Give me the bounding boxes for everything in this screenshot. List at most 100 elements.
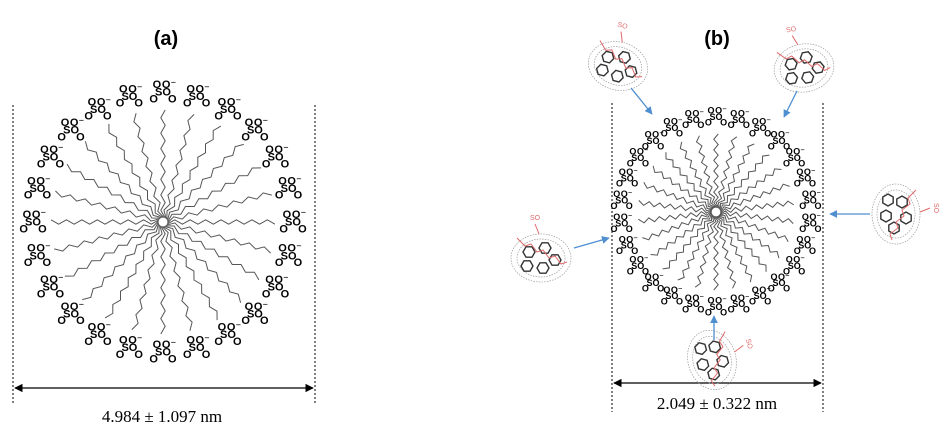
cyclodextrin-glucose-ring [601, 50, 615, 64]
panel-a-oxygen: O [279, 223, 288, 235]
panel-b-oxygen: O [682, 305, 689, 315]
panel-b-sulfate-label: SO [754, 291, 767, 301]
panel-a-oxygen: O [134, 349, 143, 361]
panel-b-oxygen: O [783, 266, 790, 276]
panel-b-chain [717, 143, 755, 210]
panel-b-oxygen: O [799, 224, 806, 234]
panel-a-oxygen: O [24, 190, 33, 202]
panel-b-chain [713, 133, 719, 209]
panel-a-oxygen: O [119, 83, 128, 95]
panel-b-oxygen: O [627, 266, 634, 276]
panel-b-chain [677, 214, 715, 281]
panel-a-sulfate-label: SO [268, 152, 284, 164]
guest-arrow-top-right [783, 90, 798, 118]
panel-b-oxygen: O [768, 284, 775, 294]
panel-b-oxygen: O [770, 130, 777, 140]
panel-b-oxygen: O [629, 255, 636, 265]
panel-b-oxygen: O [796, 167, 803, 177]
panel-b-oxygen: O [610, 224, 617, 234]
panel-a-oxygen: O⁻ [162, 79, 177, 91]
panel-a-oxygen: O [241, 131, 250, 143]
panel-a-chain [166, 219, 276, 225]
panel-b-oxygen: O [642, 158, 649, 168]
panel-a-oxygen: O [84, 336, 93, 348]
panel-b-sulfate-label: SO [732, 299, 745, 309]
panel-a-oxygen: O [262, 158, 271, 170]
cyclodextrin-glucose-ring [716, 354, 730, 368]
panel-b-oxygen: O⁻ [809, 212, 821, 222]
panel-b-oxygen: O [720, 307, 727, 317]
cyclodextrin-glucose-ring [880, 209, 892, 223]
panel-a-sulfate-label: SO [42, 152, 58, 164]
panel-a-chain [54, 220, 159, 252]
panel-a-oxygen: O⁻ [292, 209, 307, 221]
panel-a-chain [108, 123, 164, 218]
panel-a-chain [163, 114, 195, 219]
panel-b-oxygen: O [663, 285, 670, 295]
panel-b-sulfate-label: SO [621, 173, 634, 183]
guest-sulfate-label: SO [744, 338, 754, 350]
panel-a-chain [66, 163, 161, 219]
panel-b-oxygen: O [783, 158, 790, 168]
panel-a-oxygen: O [265, 144, 274, 156]
panel-b-sulfate-label: SO [631, 153, 644, 163]
panel-b-oxygen: O [809, 246, 816, 256]
panel-a-oxygen: O [275, 190, 284, 202]
panel-b-oxygen: O [720, 117, 727, 127]
panel-b-oxygen: O [749, 128, 756, 138]
panel-a-oxygen: O [183, 98, 192, 110]
panel-a-oxygen: O [278, 243, 287, 255]
panel-b-oxygen: O [786, 147, 793, 157]
cyclodextrin-outline-inner [593, 46, 643, 86]
panel-b-chain [717, 214, 780, 259]
panel-b-sulfate-label: SO [665, 123, 678, 133]
panel-a-oxygen: O [61, 301, 70, 313]
guest-sulfate-label: SO [530, 215, 541, 222]
panel-b-oxygen: O [768, 141, 775, 151]
panel-a-chain [104, 224, 160, 319]
panel-b-sulfate-label: SO [798, 241, 811, 251]
cyclodextrin-glucose-ring [522, 246, 536, 258]
panel-b-oxygen: O [657, 141, 664, 151]
panel-a-oxygen: O⁻ [70, 117, 85, 129]
panel-b-oxygen: O [802, 212, 809, 222]
panel-a-chain [82, 223, 160, 301]
panel-a-sulfate-label: SO [268, 282, 284, 294]
panel-b-chain [638, 209, 713, 224]
panel-b-oxygen: O [802, 189, 809, 199]
panel-b-sulfate-label: SO [772, 136, 785, 146]
panel-b-chain [719, 154, 770, 211]
panel-a-oxygen: O⁻ [97, 96, 112, 108]
panel-b-sulfate-label: SO [788, 261, 801, 271]
panel-a-sulfate-label: SO [121, 91, 137, 103]
panel-b-oxygen: O [657, 284, 664, 294]
panel-a-oxygen: O [153, 79, 162, 91]
guest-surfactant-tail [889, 189, 917, 241]
panel-b-sulfate-label: SO [615, 196, 628, 206]
panel-b-oxygen: O [616, 246, 623, 256]
cyclodextrin-glucose-ring [900, 211, 912, 225]
panel-a-oxygen: O [275, 257, 284, 269]
panel-a-oxygen: O [202, 349, 211, 361]
panel-a-oxygen: O⁻ [49, 274, 64, 286]
panel-a-label: (a) [154, 28, 178, 50]
panel-b-sulfate-label: SO [804, 196, 817, 206]
panel-b-oxygen: O [814, 201, 821, 211]
guest-sulfate-label: SO [932, 203, 939, 214]
panel-a-chain [160, 109, 166, 219]
cyclodextrin-outline [510, 233, 572, 283]
